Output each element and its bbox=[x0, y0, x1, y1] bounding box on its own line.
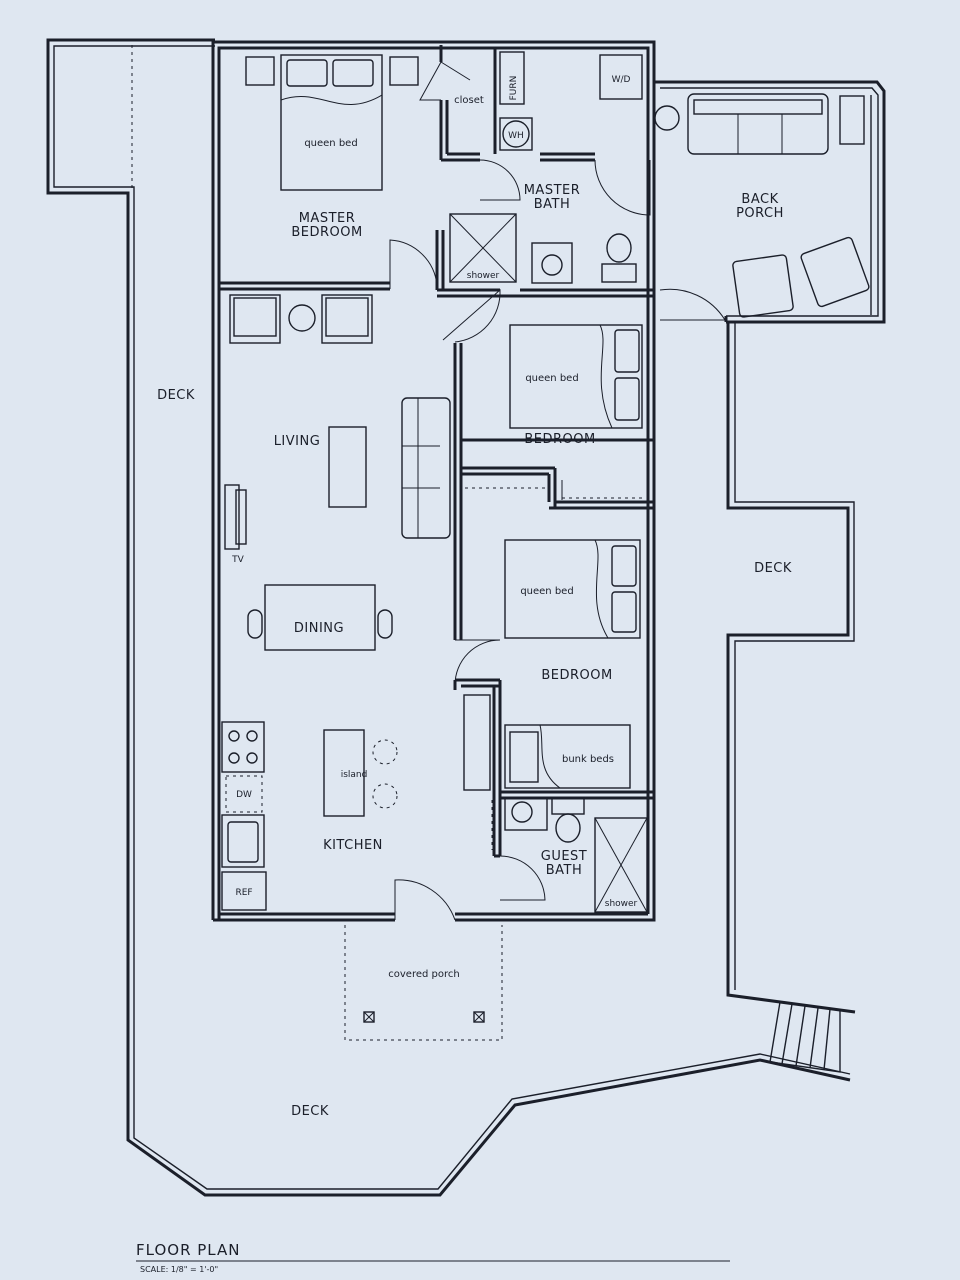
tv-label: TV bbox=[231, 555, 244, 565]
back-porch-structure bbox=[654, 80, 886, 324]
covered-porch bbox=[344, 925, 503, 1041]
utility-fixtures bbox=[499, 51, 643, 151]
back-porch-furniture bbox=[654, 93, 870, 318]
water-heater-label: WH bbox=[508, 131, 524, 141]
island-label: island bbox=[341, 770, 368, 780]
queen-bed-2-label: queen bed bbox=[520, 586, 573, 597]
doors bbox=[389, 61, 726, 921]
kitchen-fixtures bbox=[221, 721, 398, 911]
shower-master-label: shower bbox=[467, 271, 500, 281]
fixture-labels: queen bed queen bed queen bed bunk beds … bbox=[231, 75, 637, 909]
furnace-label: FURN bbox=[509, 76, 519, 101]
deck-outline bbox=[46, 38, 856, 1197]
dining-furniture bbox=[247, 584, 393, 651]
queen-bed-master-label: queen bed bbox=[304, 138, 357, 149]
interior-walls bbox=[219, 45, 654, 858]
queen-bed-1-label: queen bed bbox=[525, 373, 578, 384]
master-bedroom-label-1: MASTER bbox=[299, 211, 356, 226]
master-bath-fixtures bbox=[449, 213, 637, 284]
master-bedroom-label-2: BEDROOM bbox=[291, 225, 362, 240]
living-label: LIVING bbox=[274, 434, 321, 449]
master-bath-label-2: BATH bbox=[534, 197, 571, 212]
back-porch-label-2: PORCH bbox=[736, 206, 784, 221]
back-porch-label-1: BACK bbox=[741, 192, 778, 207]
deck-stairs bbox=[769, 1001, 841, 1073]
bunk-beds-label: bunk beds bbox=[562, 754, 614, 765]
deck-left-label: DECK bbox=[157, 388, 195, 403]
dining-label: DINING bbox=[294, 621, 344, 636]
closet-label: closet bbox=[454, 95, 484, 106]
bedroom-1-label: BEDROOM bbox=[524, 432, 595, 447]
title-block: FLOOR PLAN SCALE: 1/8" = 1'-0" bbox=[136, 1241, 730, 1274]
guest-bath-label-2: BATH bbox=[546, 863, 583, 878]
scale-note: SCALE: 1/8" = 1'-0" bbox=[140, 1265, 218, 1274]
bedroom-1-furniture bbox=[465, 324, 644, 500]
covered-porch-label: covered porch bbox=[388, 969, 459, 980]
dishwasher-label: DW bbox=[236, 790, 252, 800]
house-exterior-walls bbox=[211, 40, 656, 922]
guest-bath-label-1: GUEST bbox=[541, 849, 588, 864]
kitchen-label: KITCHEN bbox=[323, 838, 383, 853]
page-title: FLOOR PLAN bbox=[136, 1241, 240, 1259]
shower-guest-label: shower bbox=[605, 899, 638, 909]
washer-dryer-label: W/D bbox=[612, 75, 631, 85]
refrigerator-label: REF bbox=[235, 888, 252, 898]
living-furniture bbox=[224, 294, 451, 550]
master-bath-label-1: MASTER bbox=[524, 183, 581, 198]
room-labels: MASTER BEDROOM MASTER BATH BACK PORCH LI… bbox=[157, 183, 792, 1119]
deck-right-label: DECK bbox=[754, 561, 792, 576]
bedroom-2-furniture bbox=[463, 539, 641, 791]
bedroom-2-label: BEDROOM bbox=[541, 668, 612, 683]
deck-bottom-label: DECK bbox=[291, 1104, 329, 1119]
guest-bath-fixtures bbox=[491, 797, 648, 913]
master-bedroom-furniture bbox=[245, 54, 419, 191]
